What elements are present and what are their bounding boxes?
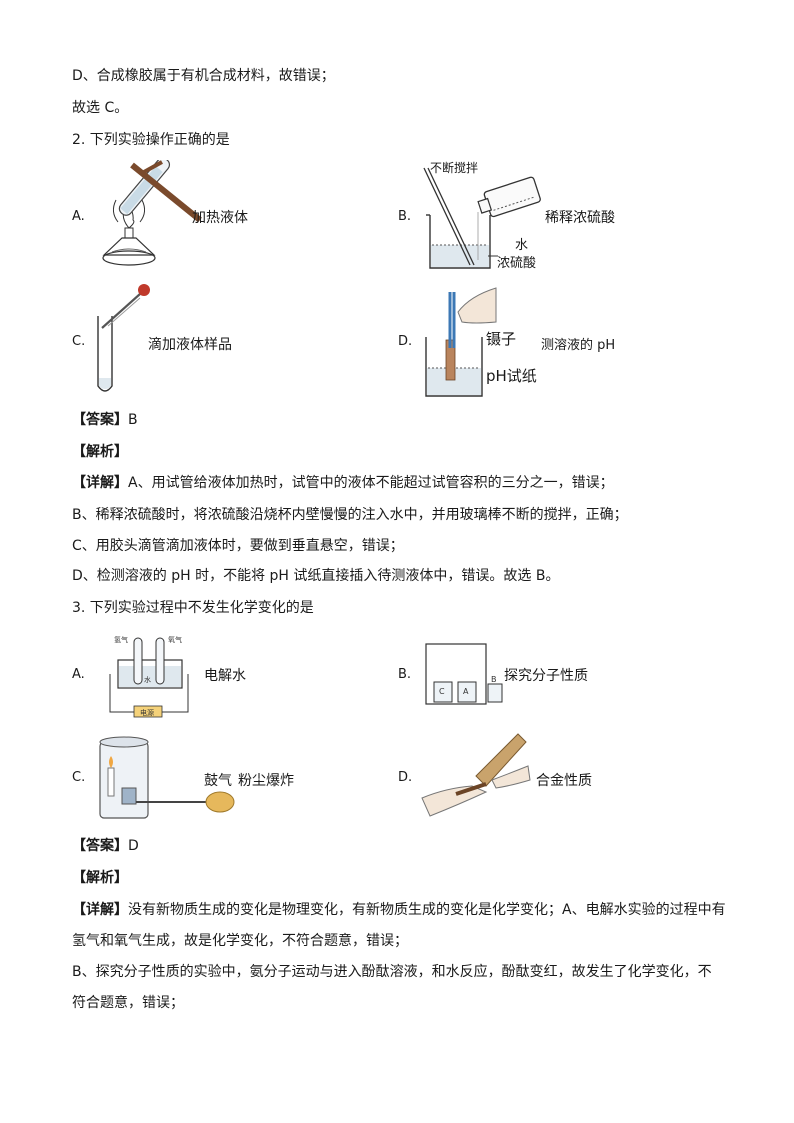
label-stir: 不断搅拌 <box>430 161 479 175</box>
q2-option-b-letter: B. <box>398 209 412 224</box>
label-water: 水 <box>515 238 529 253</box>
detail-line: C、用胶头滴管滴加液体时，要做到垂直悬空，错误； <box>72 538 404 554</box>
text-line: D、合成橡胶属于有机合成材料，故错误； <box>72 68 335 84</box>
dust-explosion-figure <box>99 736 235 819</box>
q2-option-c-caption: 滴加液体样品 <box>148 337 232 353</box>
detail-line: 符合题意，错误； <box>72 995 184 1011</box>
answer-line: 【答案】D <box>72 838 139 854</box>
label-o2: 氧气 <box>168 635 182 644</box>
q3-option-c-caption: 粉尘爆炸 <box>238 773 294 789</box>
q3-option-d-letter: D. <box>398 770 413 785</box>
text-line: 故选 C。 <box>72 100 129 116</box>
detail-line: 【详解】A、用试管给液体加热时，试管中的液体不能超过试管容积的三分之一，错误； <box>72 475 614 491</box>
electrolysis-figure: 氢气 氧气 水 电源 <box>109 635 189 718</box>
detail-line: B、探究分子性质的实验中，氨分子运动与进入酚酞溶液，和水反应，酚酞变红，故发生了… <box>72 964 712 980</box>
label-blow: 鼓气 <box>204 773 232 789</box>
q2-option-d-letter: D. <box>398 334 413 349</box>
q2-option-b-caption: 稀释浓硫酸 <box>545 210 615 226</box>
q3-option-c-letter: C. <box>72 770 86 785</box>
label-ph-paper: pH试纸 <box>486 367 537 385</box>
label-conc-acid: 浓硫酸 <box>497 256 537 271</box>
detail-line: D、检测溶液的 pH 时，不能将 pH 试纸直接插入待测液体中，错误。故选 B。 <box>72 568 560 584</box>
q2-option-d-caption: 测溶液的 pH <box>541 338 616 353</box>
q3-option-b-letter: B. <box>398 667 412 682</box>
label-water: 水 <box>144 675 151 684</box>
detail-line: 氢气和氧气生成，故是化学变化，不符合题意，错误； <box>72 933 408 949</box>
question-3-title: 3. 下列实验过程中不发生化学变化的是 <box>72 600 314 616</box>
q2-option-a-letter: A. <box>72 209 85 224</box>
label-h2: 氢气 <box>114 635 128 644</box>
label-beaker-c: C <box>439 687 445 696</box>
analysis-heading: 【解析】 <box>72 444 128 460</box>
alloy-figure <box>421 733 531 817</box>
q2-option-c-letter: C. <box>72 334 86 349</box>
q3-option-a-caption: 电解水 <box>204 668 246 684</box>
label-power: 电源 <box>140 708 154 717</box>
molecule-figure: C A B <box>425 643 503 705</box>
ph-test-figure <box>425 287 497 397</box>
label-beaker-a: A <box>463 687 469 696</box>
q3-option-d-caption: 合金性质 <box>536 773 592 789</box>
question-2-title: 2. 下列实验操作正确的是 <box>72 132 230 148</box>
label-beaker-b: B <box>491 675 497 684</box>
q3-option-a-letter: A. <box>72 667 85 682</box>
dilution-figure <box>423 167 541 269</box>
q3-option-b-caption: 探究分子性质 <box>504 668 588 684</box>
q2-option-a-caption: 加热液体 <box>192 210 248 226</box>
analysis-heading: 【解析】 <box>72 870 128 886</box>
answer-line: 【答案】B <box>72 412 138 428</box>
label-tweezers: 镊子 <box>486 330 517 348</box>
heating-liquid-figure <box>102 160 202 266</box>
dropper-figure <box>97 284 150 392</box>
detail-line: 【详解】没有新物质生成的变化是物理变化，有新物质生成的变化是化学变化；A、电解水… <box>72 902 726 918</box>
detail-line: B、稀释浓硫酸时，将浓硫酸沿烧杯内壁慢慢的注入水中，并用玻璃棒不断的搅拌，正确； <box>72 507 628 523</box>
